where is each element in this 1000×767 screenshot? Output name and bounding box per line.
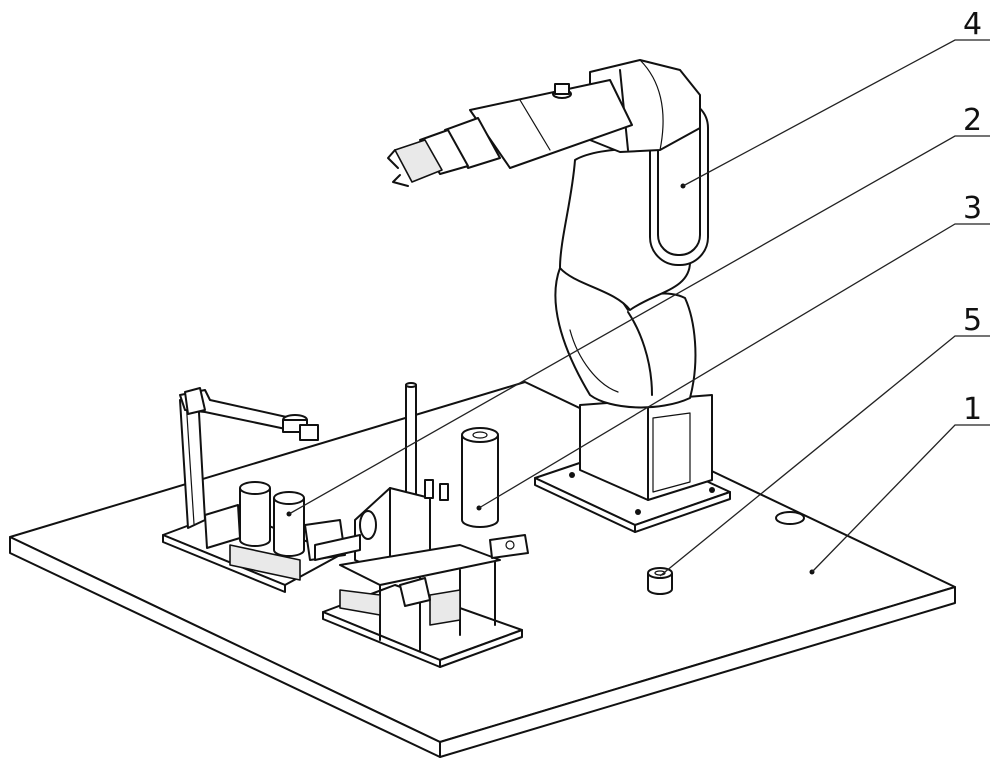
callout-5: 5 — [963, 303, 982, 338]
callout-2: 2 — [963, 103, 982, 138]
callout-3: 3 — [963, 191, 982, 226]
leader-4 — [683, 40, 990, 186]
callout-4: 4 — [963, 7, 982, 42]
callout-labels: 4 2 3 5 1 — [963, 7, 982, 427]
robot-arm — [388, 60, 708, 407]
callout-1: 1 — [963, 392, 982, 427]
small-cylinder — [648, 568, 672, 594]
